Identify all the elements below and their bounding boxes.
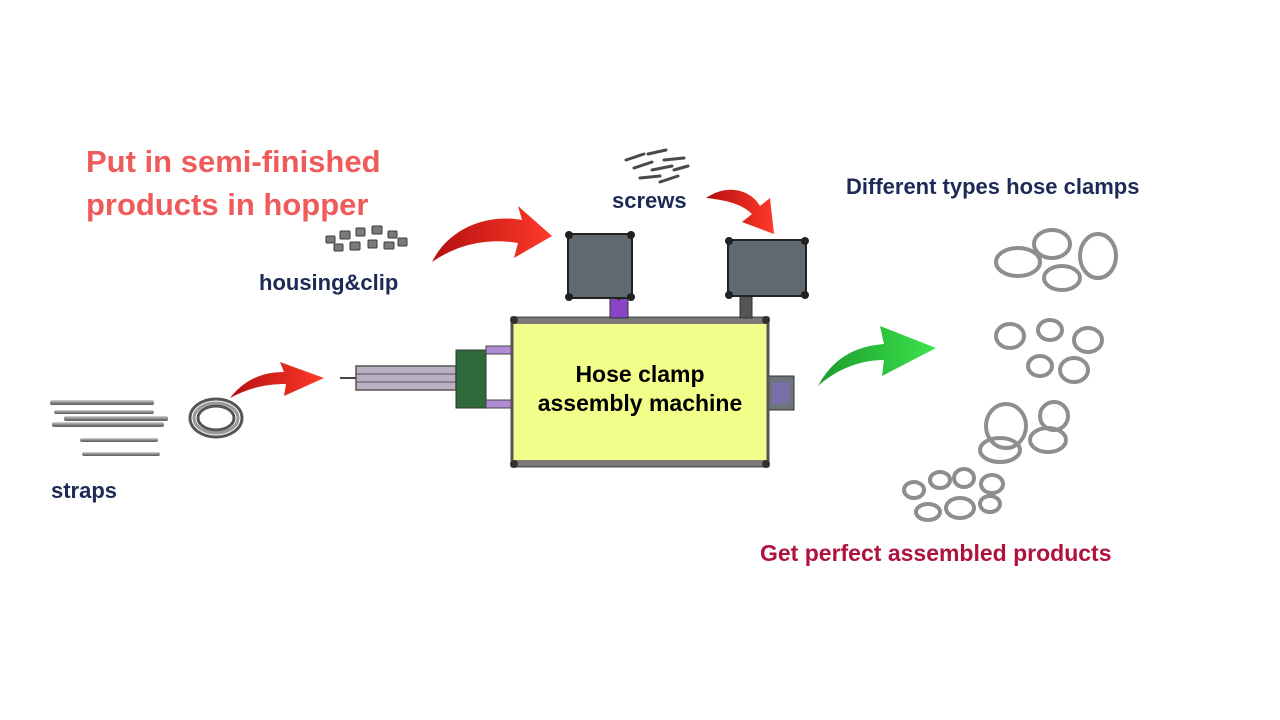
machine-title-line-1: Hose clamp [575,361,705,387]
result-label: Get perfect assembled products [760,540,1112,566]
clamp-types-label: Different types hose clamps [846,174,1140,199]
straps-label: straps [51,478,118,503]
headline-line-2: products in hopper [86,187,369,222]
green-arrow-output-icon [818,326,936,386]
screws-label: screws [612,188,687,213]
straps-image [50,400,168,456]
housing-clip-label: housing&clip [259,270,399,295]
headline-line-1: Put in semi-finished [86,144,381,179]
machine-title-line-2: assembly machine [537,390,743,416]
red-arrow-to-hopper-icon [432,206,552,262]
machine-body [510,316,770,468]
red-arrow-screws-icon [706,189,774,234]
instruction-headline: Put in semi-finished products in hopper [86,140,446,226]
coiled-strap-image [188,397,244,439]
machine-title: Hose clamp assembly machine [512,360,768,418]
red-arrow-straps-icon [230,362,324,398]
hopper-panel-right [725,237,809,319]
hose-clamps-image [902,228,1118,522]
outlet-unit [767,375,795,411]
housing-clip-parts-image [325,225,408,252]
feeder-rail [340,345,513,409]
screws-image [624,148,690,184]
hopper-panel-left [565,231,635,319]
